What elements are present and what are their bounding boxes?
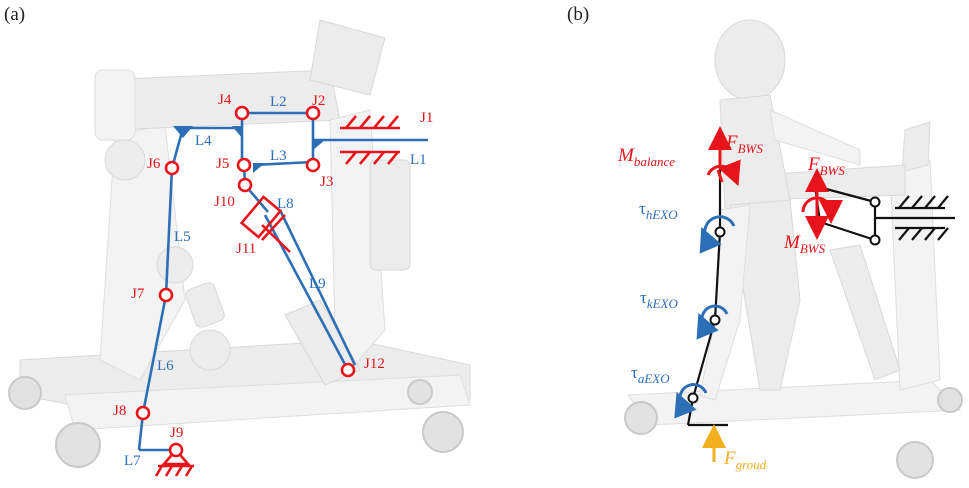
panel-b-label: (b) (567, 4, 589, 25)
label-J6: J6 (147, 156, 161, 172)
label-L1: L1 (410, 152, 427, 168)
joint-J3 (305, 157, 321, 173)
label-L8: L8 (277, 196, 294, 212)
moment-balance-arrow (706, 159, 741, 187)
panel-a-joint-labels: J1 J2 J3 J4 J5 J6 J7 J8 J9 J10 J11 J12 (113, 92, 433, 441)
joint-J7 (158, 287, 174, 303)
ankle-joint (687, 392, 699, 404)
label-J5: J5 (216, 156, 229, 172)
label-J10: J10 (214, 194, 235, 210)
label-L9: L9 (309, 276, 326, 292)
panel-a-link-labels: L1 L2 L3 L4 L5 L6 L7 L8 L9 (124, 94, 427, 469)
panel-b-ground-hatch (895, 195, 949, 241)
label-f-ground: Fgroud (723, 448, 767, 472)
label-m-bws: MBWS (783, 232, 826, 256)
label-tau-hip: τhEXO (639, 199, 678, 222)
label-J12: J12 (364, 356, 385, 372)
knee-joint (709, 314, 721, 326)
joint-J5 (236, 157, 252, 173)
panel-a-ground-J1 (340, 115, 400, 165)
moment-bws-arrow (801, 196, 843, 224)
panel-a-actuator-L8 (239, 195, 291, 253)
label-m-balance: Mbalance (617, 145, 675, 169)
panel-a-fixed-joint-marks (173, 126, 325, 173)
label-L7: L7 (124, 453, 141, 469)
joint-J2 (305, 105, 321, 121)
torque-hip-arrow (699, 215, 736, 254)
torque-ankle-arrow (674, 383, 708, 419)
link-L5 (164, 167, 174, 296)
panel-a-machine-background (8, 19, 471, 468)
label-tau-ankle: τaEXO (631, 363, 670, 386)
joint-J9 (168, 442, 184, 458)
joint-J10 (237, 177, 253, 193)
label-J4: J4 (218, 92, 232, 108)
panel-a-ground-J9 (154, 448, 194, 477)
hip-joint (714, 226, 726, 238)
link-L6 (141, 294, 168, 414)
label-J9: J9 (170, 425, 183, 441)
label-L3: L3 (270, 148, 287, 164)
label-tau-knee: τkEXO (640, 288, 678, 311)
label-f-bws-frame: FBWS (807, 154, 845, 178)
label-J2: J2 (312, 93, 325, 109)
label-J11: J11 (236, 241, 256, 257)
joint-J4 (234, 105, 250, 121)
panel-a-label: (a) (4, 4, 25, 25)
joint-J8 (135, 405, 151, 421)
torque-knee-arrow (696, 304, 729, 340)
label-L4: L4 (195, 133, 212, 149)
label-L6: L6 (157, 358, 174, 374)
label-f-bws-torso: FBWS (725, 132, 763, 156)
label-L2: L2 (270, 94, 287, 110)
label-J8: J8 (113, 403, 126, 419)
label-J3: J3 (320, 174, 333, 190)
label-L5: L5 (174, 229, 191, 245)
label-J7: J7 (131, 286, 145, 302)
label-J1: J1 (420, 110, 433, 126)
joint-J6 (164, 160, 180, 176)
panel-a-joints (135, 105, 356, 458)
joint-J12 (340, 362, 356, 378)
